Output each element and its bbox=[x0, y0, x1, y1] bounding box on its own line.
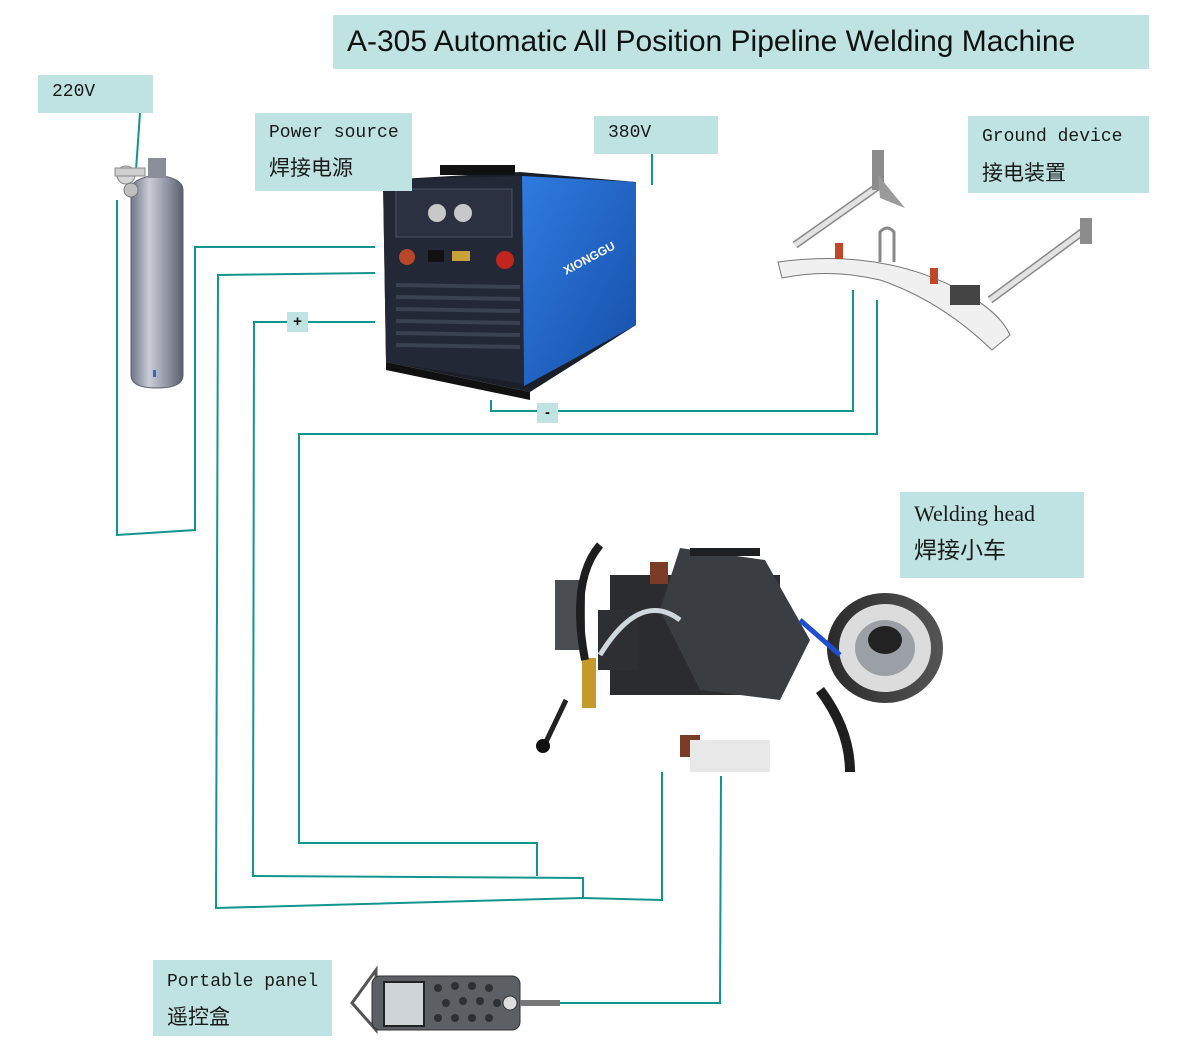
label-power-source: Power source 焊接电源 bbox=[255, 113, 412, 191]
portable-panel-cn: 遥控盒 bbox=[167, 1005, 230, 1029]
label-welding-head: Welding head 焊接小车 bbox=[900, 492, 1084, 578]
power-source-en: Power source bbox=[269, 123, 399, 143]
power-source-cn: 焊接电源 bbox=[269, 156, 353, 180]
ground-device-image bbox=[777, 150, 1092, 351]
portable-panel-image bbox=[350, 965, 560, 1034]
welding-head-image bbox=[536, 542, 943, 773]
minus-terminal-label: - bbox=[537, 403, 558, 423]
welding-head-en: Welding head bbox=[914, 501, 1036, 526]
wire-minus-to-ground bbox=[490, 290, 854, 412]
wire-control-to-head bbox=[214, 272, 663, 910]
plus-terminal-label: + bbox=[287, 312, 308, 332]
label-portable-panel: Portable panel 遥控盒 bbox=[153, 960, 332, 1036]
power-source-image bbox=[383, 165, 636, 400]
wire-head-to-panel bbox=[560, 775, 722, 1004]
ground-device-cn: 接电装置 bbox=[982, 161, 1066, 185]
gas-cylinder-image bbox=[114, 158, 184, 389]
wire-plus-to-head bbox=[251, 321, 584, 898]
portable-panel-en: Portable panel bbox=[167, 972, 319, 992]
label-220v: 220V bbox=[38, 75, 153, 113]
label-380v: 380V bbox=[594, 116, 718, 154]
ground-device-en: Ground device bbox=[982, 127, 1123, 147]
welding-head-cn: 焊接小车 bbox=[914, 538, 1006, 563]
wire-220v-to-cylinder bbox=[135, 112, 141, 171]
wire-gas-to-power bbox=[116, 200, 375, 537]
page-title: A-305 Automatic All Position Pipeline We… bbox=[333, 15, 1149, 69]
wire-ground-to-head bbox=[298, 300, 878, 876]
label-ground-device: Ground device 接电装置 bbox=[968, 116, 1149, 193]
